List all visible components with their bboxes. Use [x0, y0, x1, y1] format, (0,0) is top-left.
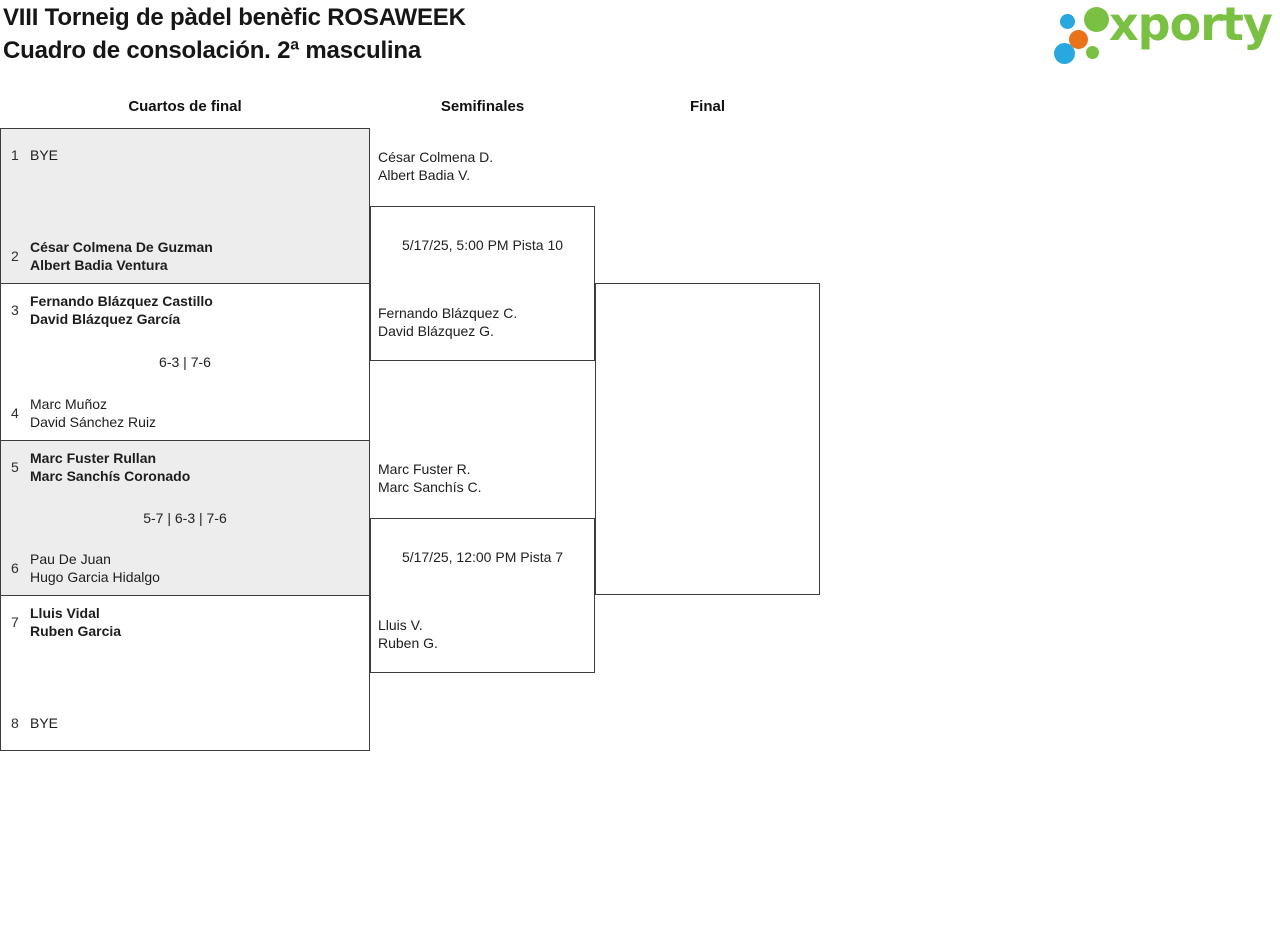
- round-header-final: Final: [689, 98, 725, 115]
- player-name: Ruben Garcia: [30, 623, 122, 639]
- team-row: 7 Lluis Vidal Ruben Garcia: [1, 604, 369, 640]
- seed-number: 8: [11, 715, 19, 731]
- round-header-semifinals: Semifinales: [440, 98, 525, 115]
- semifinal-2-team-2: Lluis V. Ruben G.: [378, 616, 590, 652]
- team-row: 6 Pau De Juan Hugo Garcia Hidalgo: [1, 550, 369, 586]
- player-name: David Blázquez García: [30, 311, 181, 327]
- team-names: Pau De Juan Hugo Garcia Hidalgo: [30, 550, 160, 586]
- page-title: VIII Torneig de pàdel benèfic ROSAWEEK C…: [3, 1, 466, 67]
- player-name: Lluis Vidal: [30, 605, 100, 621]
- team-row: 1 BYE: [1, 137, 369, 173]
- final-match: [595, 283, 820, 595]
- team-row: 2 César Colmena De Guzman Albert Badia V…: [1, 238, 369, 274]
- player-name: Fernando Blázquez C.: [378, 305, 518, 321]
- quarterfinal-match-3: 5 Marc Fuster Rullan Marc Sanchís Corona…: [0, 440, 370, 596]
- logo-dot-green-big-icon: [1084, 7, 1109, 32]
- player-name: César Colmena D.: [378, 149, 494, 165]
- player-name: Marc Fuster Rullan: [30, 450, 157, 466]
- quarterfinal-match-1: 1 BYE 2 César Colmena De Guzman Albert B…: [0, 128, 370, 284]
- seed-number: 6: [11, 560, 19, 576]
- xporty-logo[interactable]: xporty: [1050, 0, 1276, 67]
- player-name: Ruben G.: [378, 635, 438, 651]
- player-name: César Colmena De Guzman: [30, 239, 213, 255]
- tournament-title: VIII Torneig de pàdel benèfic ROSAWEEK: [3, 4, 466, 31]
- seed-number: 4: [11, 405, 19, 421]
- player-name: Lluis V.: [378, 617, 423, 633]
- match-score: 5-7 | 6-3 | 7-6: [143, 510, 227, 526]
- player-name: Marc Sanchís Coronado: [30, 468, 191, 484]
- semifinal-1-team-1: César Colmena D. Albert Badia V.: [378, 148, 590, 184]
- player-name: Pau De Juan: [30, 551, 111, 567]
- player-name: BYE: [30, 147, 59, 163]
- logo-dot-blue-small-icon: [1060, 14, 1075, 29]
- seed-number: 7: [11, 614, 19, 630]
- semifinal-match-2: 5/17/25, 12:00 PM Pista 7: [370, 518, 595, 673]
- quarterfinal-match-2: 3 Fernando Blázquez Castillo David Blázq…: [0, 283, 370, 441]
- team-row: 4 Marc Muñoz David Sánchez Ruiz: [1, 395, 369, 431]
- seed-number: 2: [11, 248, 19, 264]
- semifinal-match-1: 5/17/25, 5:00 PM Pista 10: [370, 206, 595, 361]
- player-name: BYE: [30, 715, 59, 731]
- team-names: BYE: [30, 137, 58, 173]
- logo-dot-blue-big-icon: [1054, 43, 1075, 64]
- player-name: Albert Badia Ventura: [30, 257, 168, 273]
- seed-number: 5: [11, 459, 19, 475]
- round-header-quarterfinals: Cuartos de final: [128, 98, 242, 115]
- match-schedule: 5/17/25, 12:00 PM Pista 7: [401, 549, 564, 565]
- player-name: David Sánchez Ruiz: [30, 414, 157, 430]
- player-name: Marc Muñoz: [30, 396, 108, 412]
- team-row: 8 BYE: [1, 705, 369, 741]
- team-names: Lluis Vidal Ruben Garcia: [30, 604, 121, 640]
- team-names: Marc Muñoz David Sánchez Ruiz: [30, 395, 156, 431]
- quarterfinal-match-4: 7 Lluis Vidal Ruben Garcia 8 BYE: [0, 595, 370, 751]
- player-name: Marc Sanchís C.: [378, 479, 482, 495]
- team-names: César Colmena De Guzman Albert Badia Ven…: [30, 238, 213, 274]
- team-row: 5 Marc Fuster Rullan Marc Sanchís Corona…: [1, 449, 369, 485]
- seed-number: 3: [11, 302, 19, 318]
- player-name: David Blázquez G.: [378, 323, 494, 339]
- bracket-subtitle: Cuadro de consolación. 2ª masculina: [3, 37, 421, 64]
- match-schedule: 5/17/25, 5:00 PM Pista 10: [401, 237, 564, 253]
- team-names: BYE: [30, 705, 58, 741]
- semifinal-2-team-1: Marc Fuster R. Marc Sanchís C.: [378, 460, 590, 496]
- player-name: Marc Fuster R.: [378, 461, 471, 477]
- team-names: Fernando Blázquez Castillo David Blázque…: [30, 292, 213, 328]
- logo-wordmark: xporty: [1109, 0, 1273, 51]
- player-name: Hugo Garcia Hidalgo: [30, 569, 160, 585]
- seed-number: 1: [11, 147, 19, 163]
- semifinal-1-team-2: Fernando Blázquez C. David Blázquez G.: [378, 304, 590, 340]
- player-name: Albert Badia V.: [378, 167, 471, 183]
- player-name: Fernando Blázquez Castillo: [30, 293, 213, 309]
- team-names: Marc Fuster Rullan Marc Sanchís Coronado: [30, 449, 190, 485]
- logo-dot-green-small-icon: [1086, 46, 1099, 59]
- team-row: 3 Fernando Blázquez Castillo David Blázq…: [1, 292, 369, 328]
- match-score: 6-3 | 7-6: [159, 354, 211, 370]
- logo-dot-orange-icon: [1069, 30, 1088, 49]
